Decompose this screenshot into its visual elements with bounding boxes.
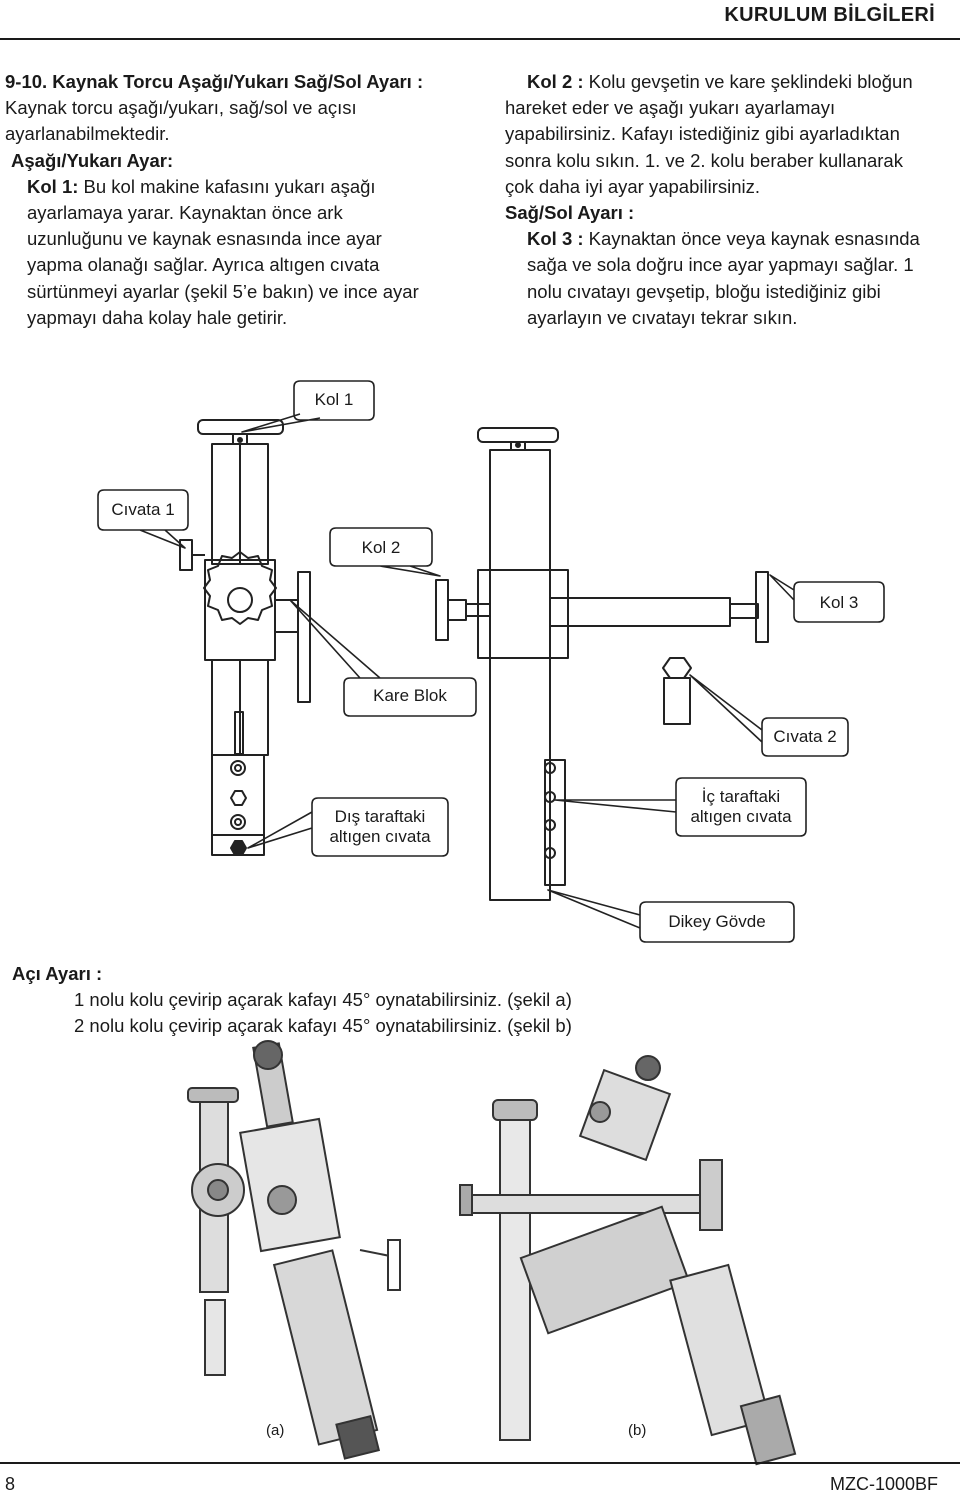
- kol3-text-2: sağa ve sola doğru ince ayar yapmayı sağ…: [527, 254, 914, 276]
- dis-altigen-line-2: altıgen cıvata: [329, 827, 431, 846]
- kol3-label-text: Kol 3: [819, 593, 859, 612]
- intro-line-1: Kaynak torcu aşağı/yukarı, sağ/sol ve aç…: [5, 97, 357, 119]
- kare-blok-label-text: Kare Blok: [373, 686, 447, 705]
- kol3-label: Kol 3 :: [527, 228, 584, 250]
- right-assembly: [435, 427, 769, 901]
- kol1-text-4: yapma olanağı sağlar. Ayrıca altıgen cıv…: [27, 254, 380, 276]
- kol1-text-1: Bu kol makine kafasını yukarı aşağı: [78, 175, 376, 197]
- header-rule: [0, 38, 960, 40]
- kare-blok-callout-box: [289, 599, 477, 717]
- kol2-text-2: hareket eder ve aşağı yukarı ayarlamayı: [505, 97, 836, 119]
- civata1-callout-box: [97, 489, 189, 549]
- dis-altigen-line-1: Dış taraftaki: [334, 807, 426, 826]
- kol1-text-5: sürtünmeyi ayarlar (şekil 5’e bakın) ve …: [27, 280, 419, 302]
- angle-line-1: 1 nolu kolu çevirip açarak kafayı 45° oy…: [74, 989, 572, 1010]
- kol1-callout-box: [241, 380, 375, 433]
- model-number: MZC-1000BF: [829, 1474, 938, 1494]
- kol2-label: Kol 2 :: [527, 71, 584, 92]
- kol3-text-3: nolu cıvatayı gevşetip, bloğu istediğini…: [527, 280, 881, 302]
- callouts: [97, 380, 885, 943]
- kol1-label: Kol 1:: [27, 175, 79, 197]
- footer-rule: [0, 1462, 960, 1464]
- kol1-paragraph-line-1: Kol 1: Bu kol makine kafasını yukarı aşa…: [5, 174, 475, 200]
- kol2-text-3: yapabilirsiniz. Kafayı istediğiniz gibi …: [505, 123, 900, 145]
- ic-altigen-line-1: İç taraftaki: [701, 787, 781, 806]
- kol2-label-text: Kol 2: [361, 538, 401, 557]
- left-assembly: [179, 419, 311, 856]
- photo-b: [459, 1055, 797, 1466]
- kol1-text-2: ayarlamaya yarar. Kaynaktan önce ark: [27, 202, 343, 224]
- page-header-title: KURULUM BİLGİLERİ: [724, 4, 935, 26]
- dikey-govde-callout-box: [547, 889, 795, 943]
- kol3-paragraph-line-1: Kol 3 : Kaynaktan önce veya kaynak esnas…: [505, 226, 955, 252]
- dikey-govde-label-text: Dikey Gövde: [668, 912, 766, 931]
- kol1-label-text: Kol 1: [314, 390, 354, 409]
- angle-heading: Açı Ayarı :: [12, 963, 103, 984]
- kol1-text-3: uzunluğunu ve kaynak esnasında ince ayar: [27, 228, 382, 250]
- left-text-column: 9-10. Kaynak Torcu Aşağı/Yukarı Sağ/Sol …: [5, 69, 475, 331]
- kol2-callout-box: [329, 527, 441, 577]
- ic-altigen-line-2: altıgen cıvata: [690, 807, 792, 826]
- ic-altigen-callout-box: [554, 777, 807, 837]
- kol3-text-1: Kaynaktan önce veya kaynak esnasında: [583, 228, 920, 250]
- photo-a: [187, 1040, 401, 1460]
- kol2-paragraph-line-1: Kol 2 : Kolu gevşetin ve kare şeklindeki…: [505, 69, 955, 95]
- dis-altigen-label-text: Dış taraftaki altıgen cıvata: [312, 807, 448, 847]
- civata1-label-text: Cıvata 1: [111, 500, 175, 519]
- kol2-text-5: çok daha iyi ayar yapabilirsiniz.: [505, 175, 761, 197]
- section-heading: 9-10. Kaynak Torcu Aşağı/Yukarı Sağ/Sol …: [5, 71, 424, 92]
- angle-line-2: 2 nolu kolu çevirip açarak kafayı 45° oy…: [74, 1015, 572, 1036]
- kol3-text-4: ayarlayın ve cıvatayı tekrar sıkın.: [527, 306, 798, 328]
- photo-a-caption: (a): [266, 1422, 285, 1439]
- kol2-text-4: sonra kolu sıkın. 1. ve 2. kolu beraber …: [505, 149, 903, 171]
- kol1-text-6: yapmayı daha kolay hale getirir.: [27, 306, 288, 328]
- leftright-heading: Sağ/Sol Ayarı :: [505, 202, 635, 224]
- updown-heading: Aşağı/Yukarı Ayar:: [11, 149, 174, 171]
- ic-altigen-label-text: İç taraftaki altıgen cıvata: [676, 787, 806, 827]
- kol2-text-1: Kolu gevşetin ve kare şeklindeki bloğun: [583, 71, 913, 92]
- photo-b-caption: (b): [628, 1422, 647, 1439]
- angle-adjustment-section: Açı Ayarı : 1 nolu kolu çevirip açarak k…: [12, 961, 572, 1039]
- dis-altigen-callout-box: [247, 797, 449, 857]
- page-number: 8: [5, 1474, 16, 1494]
- kol3-callout-box: [769, 574, 885, 623]
- intro-line-2: ayarlanabilmektedir.: [5, 123, 170, 145]
- right-text-column: Kol 2 : Kolu gevşetin ve kare şeklindeki…: [505, 69, 955, 331]
- civata2-callout-box: [689, 674, 849, 757]
- civata2-label-text: Cıvata 2: [773, 727, 837, 746]
